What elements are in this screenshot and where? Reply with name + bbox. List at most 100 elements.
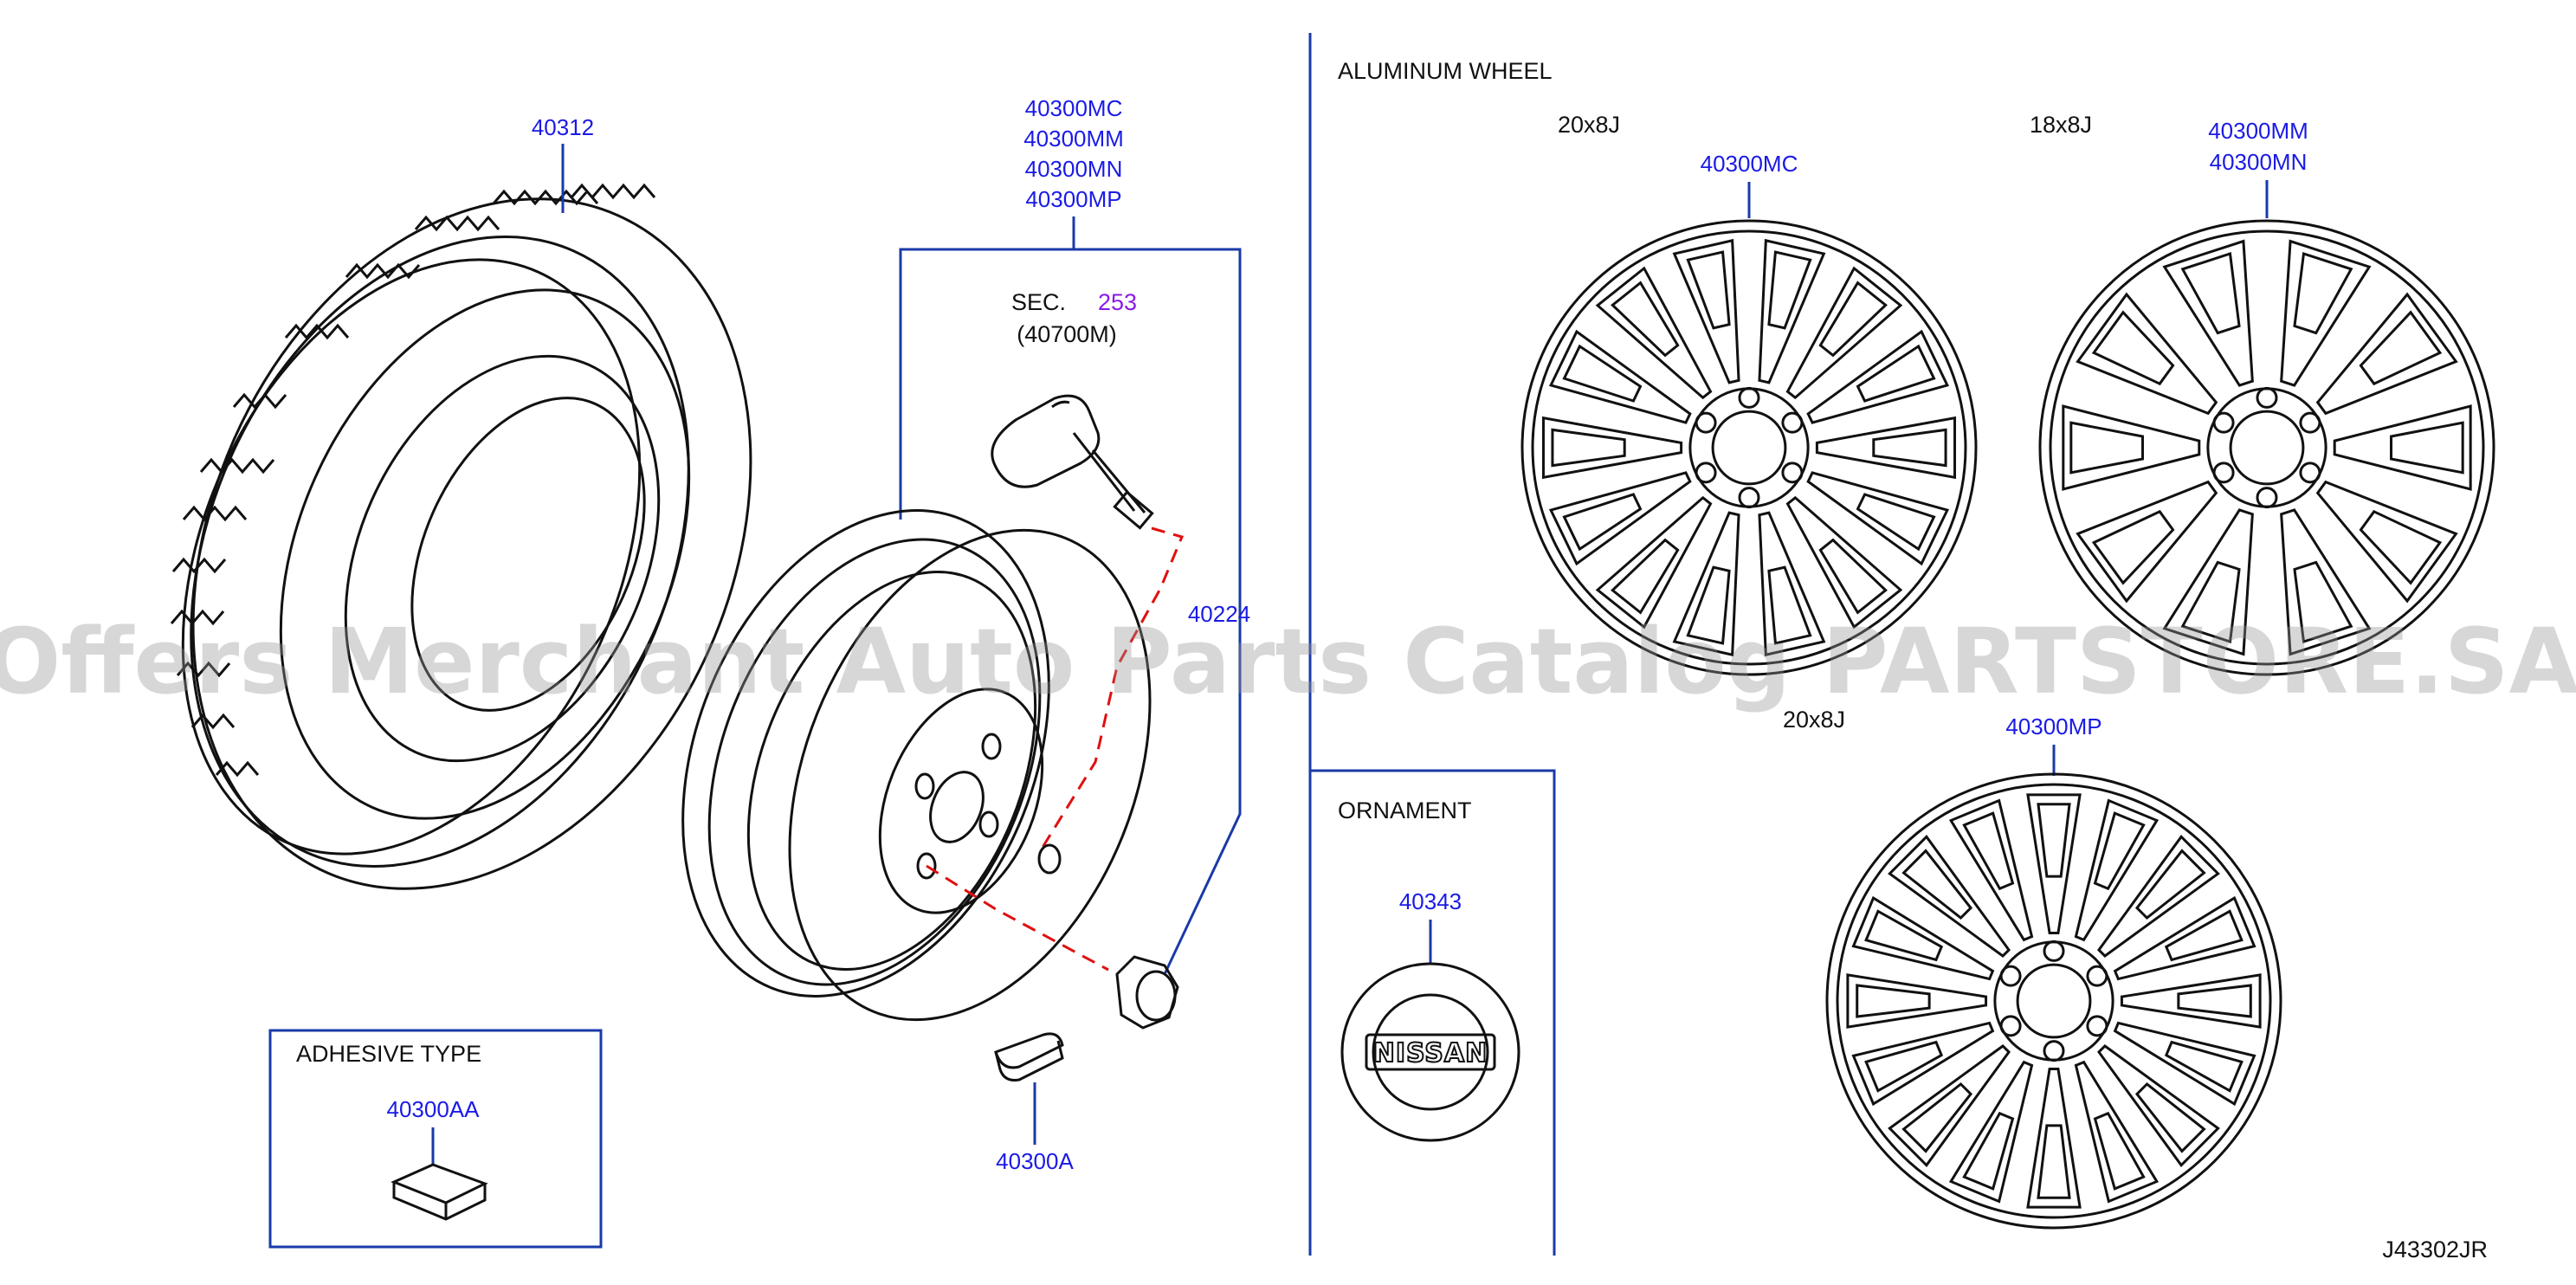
spoke-groove (1856, 984, 1931, 1018)
alloy-wheel-c-illustration (1825, 772, 2282, 1230)
spoke-groove (1856, 493, 1936, 552)
tire-part-number[interactable]: 40312 (532, 114, 594, 140)
lug-hole (2043, 1040, 2065, 1062)
lug-hole (1999, 965, 2022, 987)
adhesive-type-frame (268, 1029, 603, 1249)
ornament-part-number[interactable]: 40343 (1399, 888, 1462, 914)
diagram-code: J43302JR (2382, 1237, 2488, 1262)
spoke-groove (1611, 538, 1680, 615)
wheel-spoke (1806, 471, 1950, 566)
spoke-groove (1864, 1040, 1944, 1093)
wheel-spoke (1758, 238, 1826, 384)
wheel-c-part-number[interactable]: 40300MP (2005, 714, 2101, 739)
tire-illustration (170, 183, 752, 890)
wheel-spoke (1595, 495, 1713, 630)
spoke-groove (2359, 310, 2443, 386)
watermark-text: Offers Merchant Auto Parts Catalog PARTS… (0, 609, 2576, 714)
spoke-groove (1562, 493, 1643, 552)
adhesive-part-number[interactable]: 40300AA (387, 1096, 481, 1122)
wheel-spoke (2026, 1067, 2082, 1209)
wheel-spoke (2120, 973, 2262, 1029)
wheel-a-size: 20x8J (1558, 112, 1620, 138)
wheel-b-size: 18x8J (2030, 112, 2092, 138)
lug-hole (2299, 411, 2321, 434)
lug-hole (2043, 940, 2065, 962)
lug-hole (1738, 487, 1760, 509)
wheel-assy-part-4[interactable]: 40300MP (1025, 186, 1121, 212)
lug-hole (1781, 462, 1804, 484)
spoke-groove (1611, 281, 1680, 358)
sensor-part-ref: (40700M) (1017, 321, 1117, 347)
spoke-groove (2293, 560, 2353, 643)
wheel-assy-part-3[interactable]: 40300MN (1025, 156, 1123, 182)
nut-part-number[interactable]: 40224 (1188, 601, 1250, 627)
spoke-groove (1864, 909, 1944, 962)
wheel-spoke (2333, 404, 2472, 491)
spoke-groove (2091, 310, 2175, 386)
wheel-assy-part-2[interactable]: 40300MM (1023, 126, 1124, 152)
wheel-spoke (2315, 292, 2458, 416)
wheel-assy-part-1[interactable]: 40300MC (1025, 95, 1123, 121)
spoke-groove (1818, 538, 1888, 615)
sec-number-link[interactable]: 253 (1098, 289, 1137, 315)
wheel-spoke (2074, 798, 2160, 942)
wheel-spoke (1888, 835, 2011, 958)
weight-clip-part-number[interactable]: 40300A (996, 1148, 1074, 1174)
wheel-spoke (1541, 416, 1683, 480)
wheel-spoke (2062, 404, 2201, 491)
ornament-frame (1310, 769, 1556, 1256)
weight-clip-illustration (994, 1032, 1064, 1082)
spoke-groove (1767, 250, 1812, 330)
ornament-cap-illustration (1340, 962, 1520, 1142)
sensor-link-dashed (1037, 526, 1185, 854)
spoke-groove (2180, 252, 2241, 335)
rim-outer (1825, 772, 2282, 1230)
wheel-spoke (2280, 508, 2372, 656)
wheel-b-part-number-1[interactable]: 40300MM (2208, 118, 2308, 144)
rim-inner (1836, 783, 2272, 1219)
spoke-groove (2134, 1082, 2206, 1153)
wheel-a-part-number[interactable]: 40300MC (1701, 151, 1798, 177)
alloy-wheel-a-illustration (1520, 219, 1978, 676)
spoke-groove (2091, 509, 2175, 585)
wheel-spoke (1595, 266, 1713, 400)
wheel-spoke (2097, 835, 2220, 958)
spoke-groove (2164, 909, 2244, 962)
spoke-groove (1551, 428, 1626, 468)
lug-hole (2212, 462, 2235, 484)
lug-hole (2256, 487, 2278, 509)
lug-hole (1738, 386, 1760, 409)
wheel-spoke (2162, 508, 2254, 656)
wheel-spoke (2280, 239, 2372, 387)
wheel-spoke (2076, 480, 2218, 604)
lug-hole (2256, 386, 2278, 409)
hub-bore (2229, 410, 2305, 486)
wheel-spoke (1548, 329, 1692, 424)
wheel-spoke (1785, 495, 1903, 630)
wheel-spoke (1851, 895, 1995, 981)
spoke-groove (2180, 560, 2241, 643)
wheel-spoke (1548, 471, 1692, 566)
lug-hole (2212, 411, 2235, 434)
lug-hole (1695, 411, 1717, 434)
spoke-groove (2069, 421, 2144, 475)
spoke-groove (2390, 421, 2464, 475)
spoke-groove (2037, 803, 2071, 878)
spoke-groove (1962, 1111, 2015, 1191)
wheel-spoke (1948, 798, 2034, 942)
wheel-b-part-number-2[interactable]: 40300MN (2210, 149, 2308, 175)
lug-hole (2299, 462, 2321, 484)
wheel-spoke (1806, 329, 1950, 424)
wheel-spoke (1672, 511, 1740, 657)
rim-outer (1520, 219, 1978, 676)
wheel-spoke (1851, 1021, 1995, 1107)
wheel-spoke (2026, 793, 2082, 935)
wheel-spoke (2113, 895, 2256, 981)
spoke-groove (1767, 565, 1812, 645)
wheel-spoke (2113, 1021, 2256, 1107)
ornament-logo-text: NISSAN (1373, 1038, 1488, 1069)
spoke-groove (2093, 811, 2146, 891)
spoke-groove (2134, 849, 2206, 920)
spoke-groove (2293, 252, 2353, 335)
